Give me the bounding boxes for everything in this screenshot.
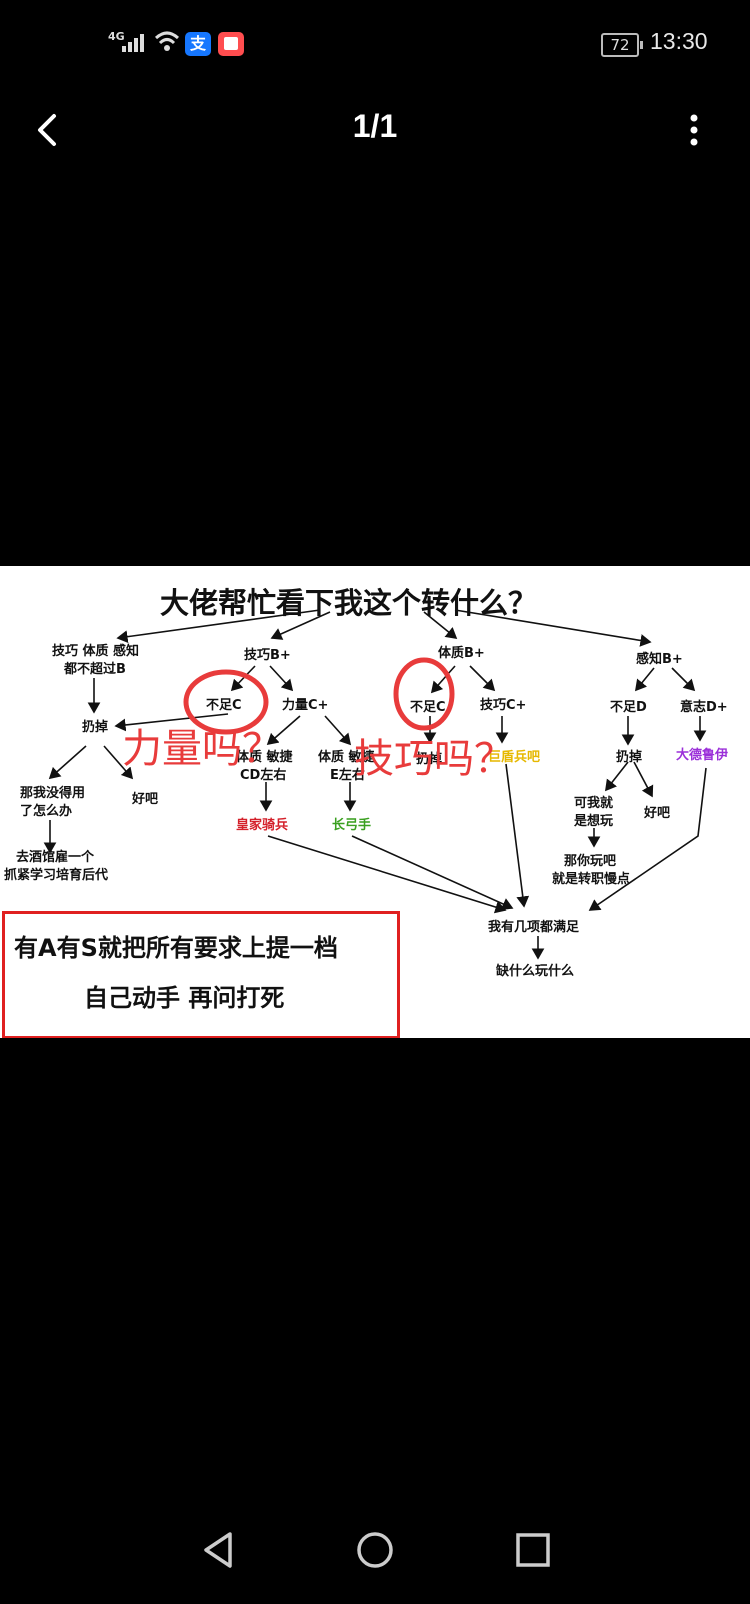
node: 好吧	[644, 806, 671, 821]
wifi-icon	[154, 31, 180, 51]
nav-back-icon[interactable]	[190, 1520, 250, 1580]
node: 技巧B+	[244, 648, 291, 663]
signal-icon	[122, 32, 148, 52]
alipay-notification-icon: 支	[185, 32, 211, 56]
viewer-toolbar: 1/1	[0, 90, 750, 170]
node: 技巧C+	[480, 698, 527, 713]
node: 技巧 体质 感知	[52, 644, 140, 659]
node: 扔掉	[416, 752, 443, 767]
red-circle-annotation	[183, 669, 269, 735]
red-bordered-note	[2, 911, 400, 1038]
node-royal-cavalry: 皇家骑兵	[236, 818, 289, 833]
image-counter: 1/1	[352, 108, 398, 144]
node: 体质 敏捷	[318, 750, 375, 765]
red-circle-annotation	[393, 657, 455, 731]
node: 抓紧学习培育后代	[4, 868, 109, 883]
node: 扔掉	[82, 720, 109, 735]
viewed-image[interactable]: 大佬帮忙看下我这个转什么？ 技巧 体质 感知 都不超过B 扔掉 那我没得用 了怎…	[0, 566, 750, 1038]
node: E左右	[330, 768, 365, 783]
flowchart-arrows	[43, 609, 707, 960]
node: CD左右	[240, 768, 287, 783]
note-line-2: 自己动手 再问打死	[84, 984, 285, 1012]
node: 是想玩	[574, 814, 614, 829]
node: 可我就	[574, 796, 614, 811]
nav-recents-icon[interactable]	[503, 1520, 563, 1580]
node: 力量C+	[282, 698, 329, 713]
node: 扔掉	[616, 750, 643, 765]
node: 好吧	[132, 792, 159, 807]
node: 了怎么办	[20, 804, 73, 819]
node: 不足D	[610, 700, 647, 715]
node-shield-soldier: 巨盾兵吧	[488, 750, 541, 765]
flowchart-title: 大佬帮忙看下我这个转什么？	[160, 586, 538, 620]
node: 体质B+	[438, 646, 485, 661]
node: 那你玩吧	[564, 854, 617, 869]
more-options-icon[interactable]	[674, 110, 714, 150]
node: 都不超过B	[64, 662, 126, 677]
node: 缺什么玩什么	[496, 964, 575, 979]
node: 意志D+	[680, 700, 728, 715]
node: 不足C	[206, 698, 242, 713]
reader-notification-icon	[218, 32, 244, 56]
node: 体质 敏捷	[236, 750, 293, 765]
note-line-1: 有A有S就把所有要求上提一档	[14, 934, 338, 962]
handwritten-annotation-strength: 力量吗？	[122, 726, 282, 772]
network-type: 4G	[108, 30, 125, 43]
clock: 13:30	[650, 28, 708, 54]
node: 我有几项都满足	[488, 920, 580, 935]
node: 不足C	[410, 700, 446, 715]
handwritten-annotation-skill: 技巧吗？	[354, 736, 514, 782]
node: 那我没得用	[20, 786, 86, 801]
nav-home-icon[interactable]	[345, 1520, 405, 1580]
node-archdruid: 大德鲁伊	[676, 748, 729, 763]
back-arrow-icon[interactable]	[30, 110, 70, 150]
system-navigation-bar	[0, 1520, 750, 1604]
status-bar: 4G 支 72 13:30	[0, 0, 750, 80]
node: 感知B+	[636, 652, 683, 667]
node-longbowman: 长弓手	[332, 818, 372, 833]
node: 去酒馆雇一个	[16, 850, 95, 865]
node: 就是转职慢点	[552, 872, 631, 887]
battery-icon: 72	[601, 33, 643, 57]
